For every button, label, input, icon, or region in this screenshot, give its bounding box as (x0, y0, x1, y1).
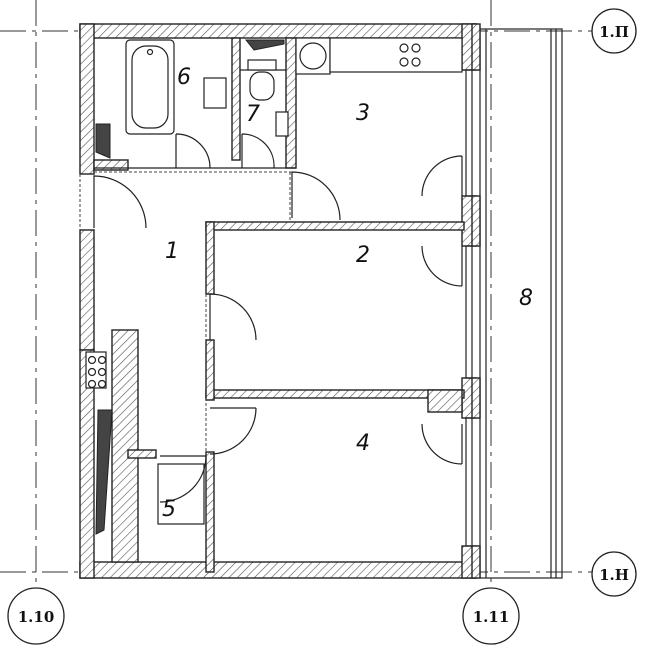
room-number-4: 4 (356, 431, 370, 456)
door-room2 (209, 293, 257, 341)
axis-marker-bottom-right: 1.Н (591, 551, 637, 597)
bathroom-lines (79, 69, 296, 452)
duct-wc (244, 39, 285, 51)
meter-1 (87, 355, 97, 365)
shaft (95, 409, 113, 535)
bathtub-drain (146, 48, 154, 56)
room-number-6: 6 (177, 65, 191, 90)
meter-3 (87, 367, 97, 377)
duct-bathroom (95, 123, 111, 159)
room-number-1: 1 (165, 239, 179, 264)
door-room4 (209, 407, 257, 455)
facade-windows (465, 23, 481, 579)
stove-burner-1 (399, 43, 409, 53)
room-number-8: 8 (519, 286, 533, 311)
door-balcony-4 (421, 423, 463, 465)
doors (93, 133, 463, 503)
door-wc (241, 133, 275, 169)
balcony (479, 28, 563, 579)
fixtures (85, 37, 463, 535)
wc-sink (275, 111, 289, 137)
axis-label-bottom-left: 1.10 (18, 608, 55, 626)
axis-label-bottom-mid: 1.11 (473, 608, 510, 626)
door-closet (159, 455, 207, 503)
washbasin (203, 77, 227, 109)
axis-marker-bottom-mid: 1.11 (462, 587, 520, 645)
axis-label-top-right: 1.П (599, 23, 629, 41)
axis-marker-top-right: 1.П (591, 8, 637, 54)
toilet-tank (247, 59, 277, 71)
door-balcony-3 (421, 155, 463, 197)
kitchen-counter (329, 37, 463, 73)
wall-left-top (79, 23, 95, 175)
stove-burner-2 (411, 43, 421, 53)
room-number-2: 2 (356, 243, 370, 268)
door-bathroom (175, 133, 211, 169)
meter-6 (97, 379, 107, 389)
room-number-3: 3 (356, 101, 370, 126)
meter-2 (97, 355, 107, 365)
room-number-5: 5 (162, 497, 176, 522)
axis-label-bottom-right: 1.Н (599, 566, 629, 584)
outer-walls (79, 23, 477, 579)
stove-burner-3 (399, 57, 409, 67)
wall-bottom (79, 561, 477, 579)
closet-shelf (157, 463, 205, 525)
wall-left-bot (79, 349, 95, 579)
bathtub-inner (131, 45, 169, 129)
wall-top (79, 23, 477, 39)
meter-4 (97, 367, 107, 377)
door-entrance (93, 175, 147, 229)
axis-marker-bottom-left: 1.10 (7, 587, 65, 645)
wall-left-mid (79, 229, 95, 351)
meter-5 (87, 379, 97, 389)
room-numbers: 1 2 3 4 5 6 7 8 (162, 65, 533, 522)
toilet-bowl (249, 71, 275, 101)
stove-burner-4 (411, 57, 421, 67)
room-number-7: 7 (246, 102, 260, 127)
washing-machine-drum (299, 42, 327, 70)
door-balcony-2 (421, 245, 463, 287)
door-kitchen (291, 171, 341, 221)
